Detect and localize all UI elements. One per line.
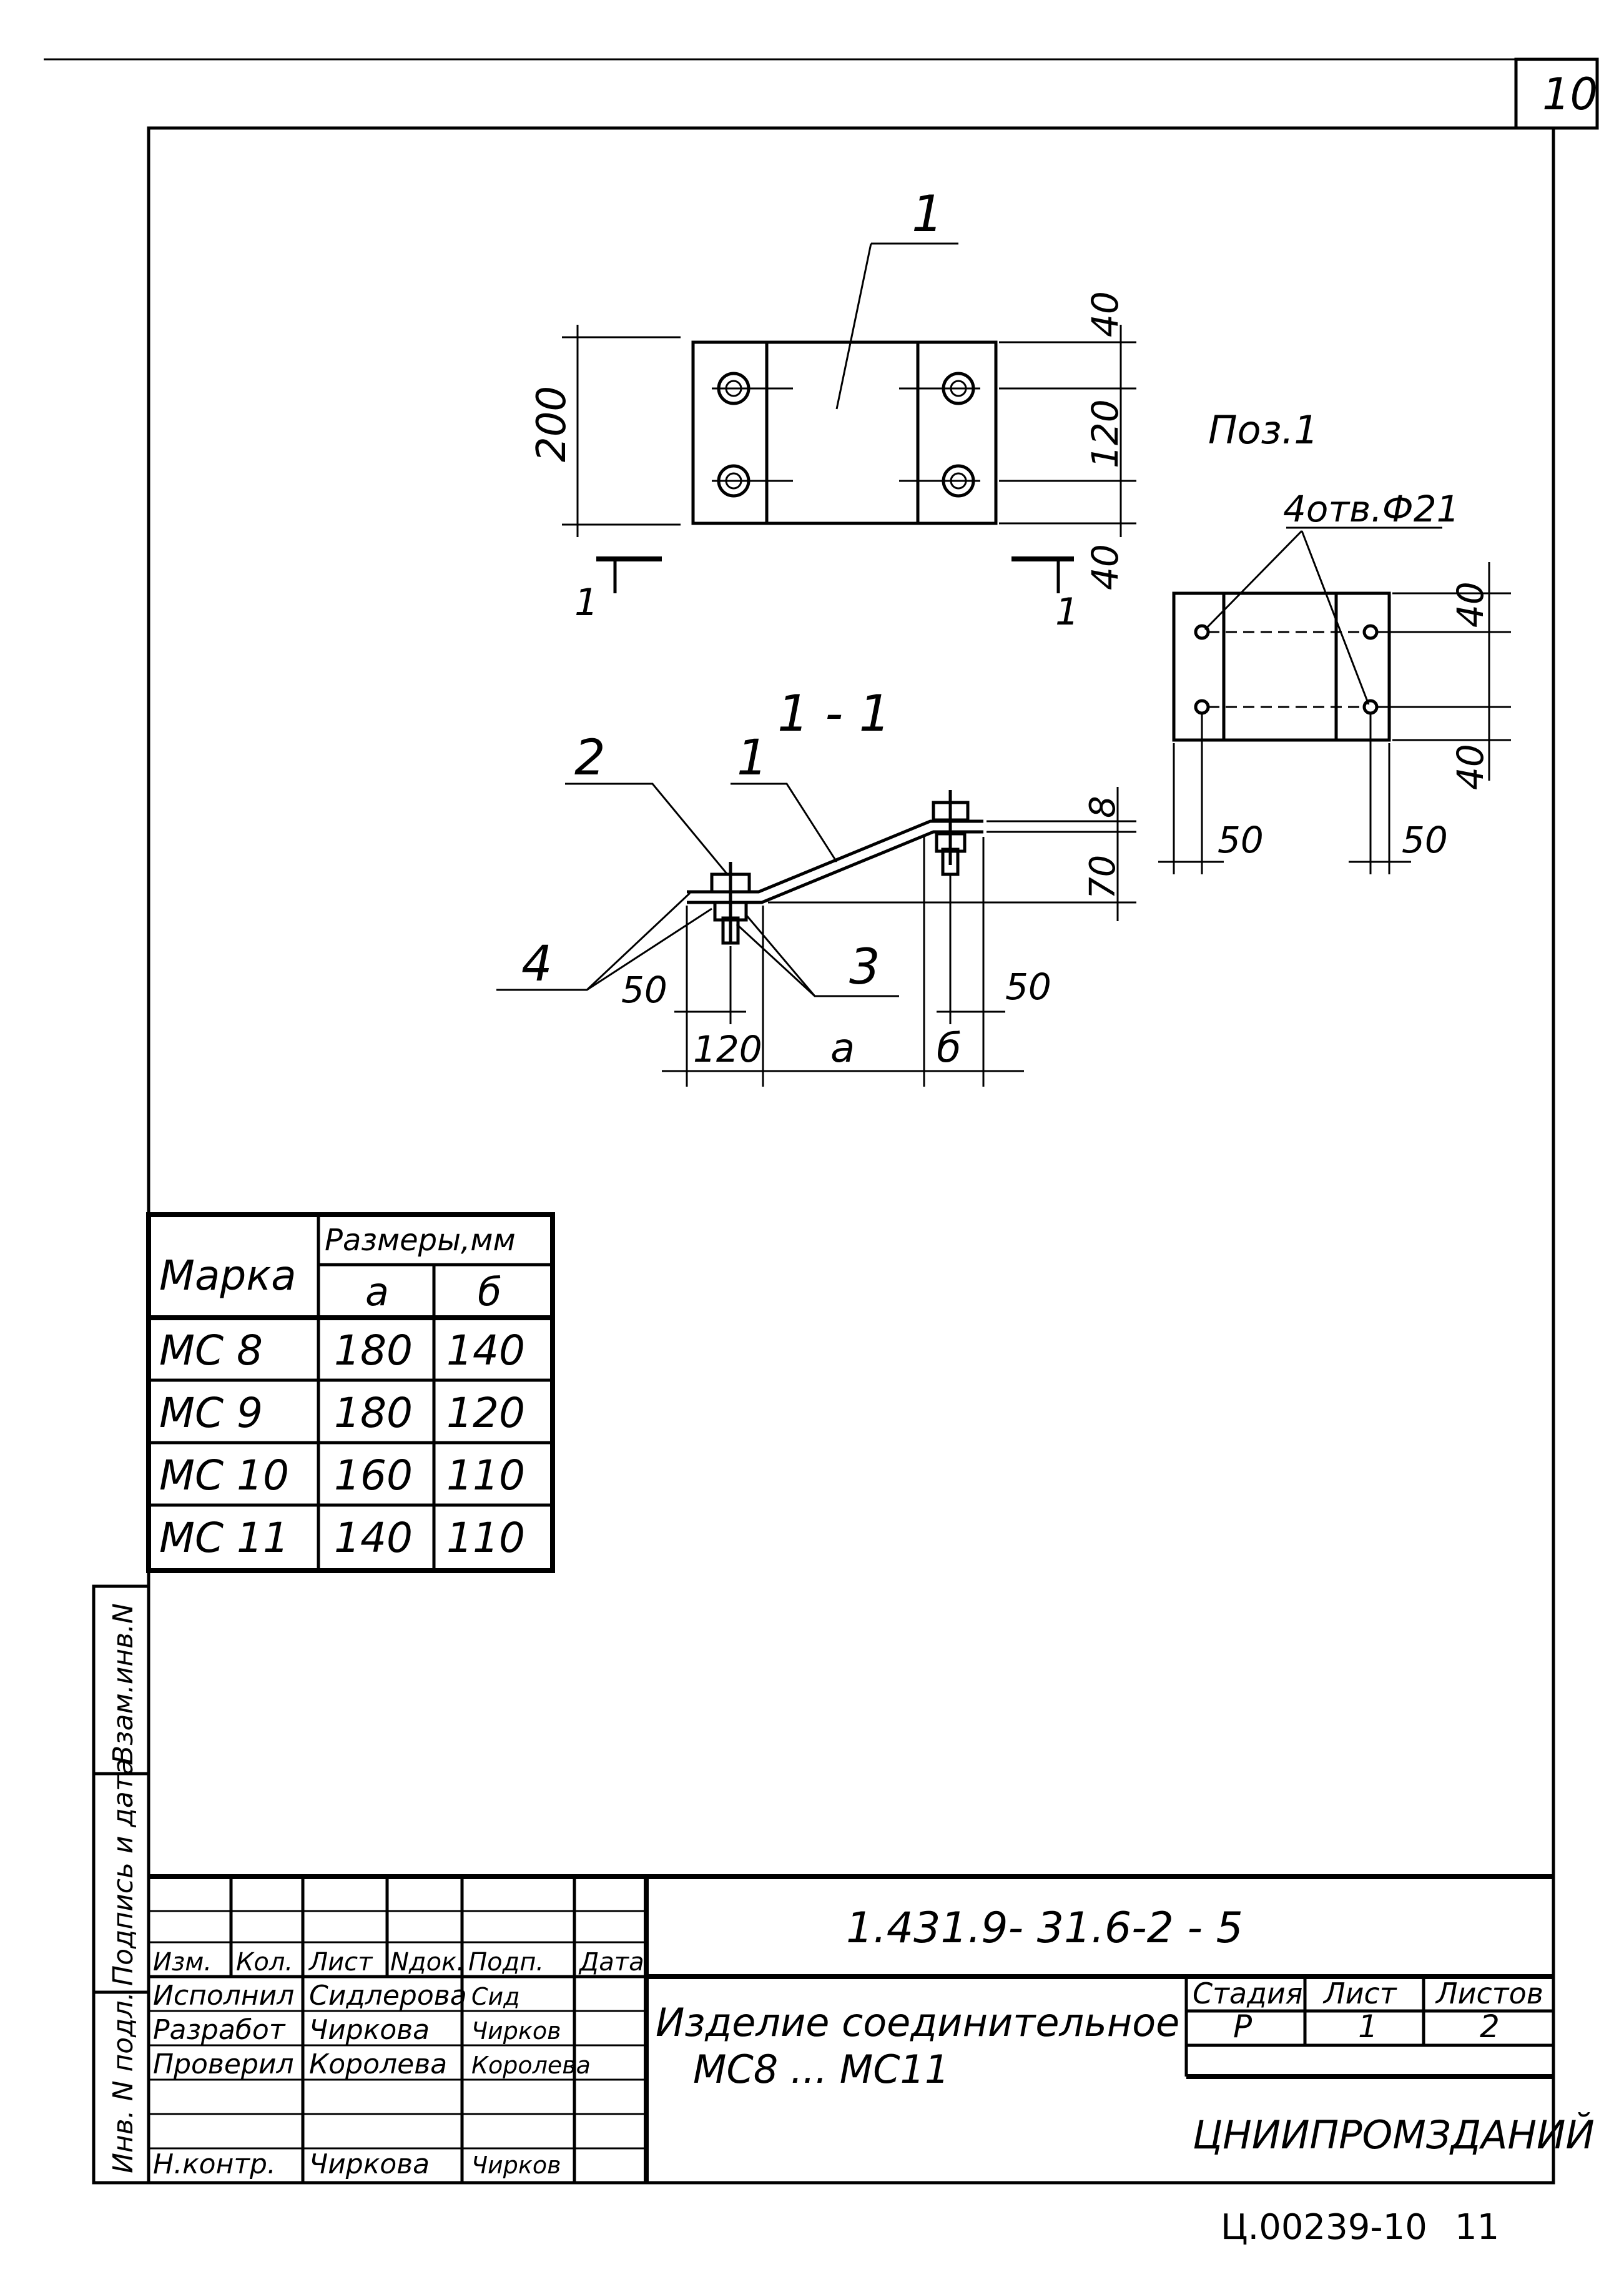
section-view xyxy=(496,783,1136,1087)
tb-name: Сидлерова xyxy=(309,1980,467,2012)
tb-role: Исполнил xyxy=(153,1980,294,2012)
pos1-label: Поз.1 xyxy=(1208,407,1319,453)
organization: ЦНИИПРОМЗДАНИЙ xyxy=(1193,2112,1595,2158)
tb-header-list: Лист xyxy=(308,1948,373,1977)
table-row-a: 160 xyxy=(334,1451,413,1499)
dim-40-top: 40 xyxy=(1084,291,1126,337)
tb-name: Чиркова xyxy=(309,2014,430,2046)
top-view xyxy=(562,242,1136,593)
table-row-mark: МС 10 xyxy=(159,1451,289,1499)
table-row-b: 110 xyxy=(446,1514,525,1562)
sec-dim-120: 120 xyxy=(693,1028,762,1070)
table-row-mark: МС 8 xyxy=(159,1326,263,1375)
product-range: МС8 ... МС11 xyxy=(693,2047,949,2092)
tb-role: Проверил xyxy=(153,2048,294,2080)
dim-40-bottom: 40 xyxy=(1084,544,1126,590)
tb-signature: Чирков xyxy=(471,2151,561,2179)
stage-header: Стадия xyxy=(1193,1977,1302,2010)
pos1-dim-40-top: 40 xyxy=(1449,581,1492,628)
sec-dim-8: 8 xyxy=(1083,796,1123,818)
table-row-a: 180 xyxy=(334,1389,413,1437)
tb-role: Разработ xyxy=(153,2014,286,2046)
sheet-number: 10 xyxy=(1542,69,1598,120)
bolt-icon xyxy=(717,372,975,498)
tb-header-kol: Кол. xyxy=(236,1948,293,1977)
dim-120: 120 xyxy=(1084,399,1126,468)
tb-name: Королева xyxy=(309,2048,447,2080)
callout-1-section: 1 xyxy=(737,730,768,786)
document-code: 1.431.9- 31.6-2 - 5 xyxy=(846,1904,1243,1953)
sec-dim-50-left: 50 xyxy=(621,969,667,1011)
tb-header-izm: Изм. xyxy=(153,1948,212,1977)
sizes-table xyxy=(146,1212,555,1573)
title-block xyxy=(149,1874,1553,2183)
sec-dim-70: 70 xyxy=(1083,855,1123,899)
table-row-a: 180 xyxy=(334,1326,413,1375)
side-stamp xyxy=(92,1584,150,2185)
table-header-dims: Размеры,мм xyxy=(325,1223,516,1258)
sec-dim-a: а xyxy=(830,1025,855,1072)
tb-header-podp: Подп. xyxy=(468,1948,544,1977)
tb-role: Н.контр. xyxy=(153,2148,276,2180)
product-name: Изделие соединительное xyxy=(656,2000,1179,2045)
tb-name: Чиркова xyxy=(309,2148,430,2180)
table-col-a: а xyxy=(365,1269,389,1315)
side-podpis-data: Подпись и дата xyxy=(107,1759,139,1986)
side-inv-podl: Инв. N подл. xyxy=(107,1992,139,2173)
holes-label: 4отв.Ф21 xyxy=(1283,488,1460,530)
archive-page: 11 xyxy=(1455,2207,1499,2248)
tb-header-data: Дата xyxy=(578,1948,644,1977)
tb-signature: Сид xyxy=(471,1983,520,2010)
table-row-b: 120 xyxy=(446,1389,525,1437)
table-col-b: б xyxy=(478,1269,501,1315)
callout-3: 3 xyxy=(849,939,880,995)
sec-dim-b: б xyxy=(937,1025,961,1072)
pos1-plate xyxy=(1158,526,1511,874)
sheets-header: Листов xyxy=(1435,1977,1543,2010)
stage-value: Р xyxy=(1233,2008,1252,2045)
sheets-value: 2 xyxy=(1480,2008,1500,2045)
table-row-a: 140 xyxy=(334,1514,413,1562)
section-title: 1 - 1 xyxy=(777,684,891,743)
section-mark-right: 1 xyxy=(1055,590,1079,634)
pos1-dim-40-bottom: 40 xyxy=(1449,744,1492,790)
tb-signature: Королева xyxy=(471,2052,591,2079)
callout-1-top: 1 xyxy=(912,185,943,243)
table-row-mark: МС 11 xyxy=(159,1514,289,1562)
table-row-b: 110 xyxy=(446,1451,525,1499)
table-header-mark: Марка xyxy=(159,1252,297,1300)
sheet-value: 1 xyxy=(1358,2008,1378,2045)
dim-200: 200 xyxy=(529,386,575,462)
callout-2: 2 xyxy=(574,730,606,786)
sheet-frame xyxy=(44,57,1599,2185)
section-mark-left: 1 xyxy=(574,581,598,625)
callout-4: 4 xyxy=(521,936,553,992)
tb-header-ndok: Nдок. xyxy=(390,1948,465,1977)
sheet-header: Лист xyxy=(1322,1977,1397,2010)
sec-dim-50-right: 50 xyxy=(1005,966,1051,1008)
tb-signature: Чирков xyxy=(471,2017,561,2045)
side-vzam-inv: Взам.инв.N xyxy=(107,1603,139,1764)
pos1-dim-50-right: 50 xyxy=(1402,819,1448,861)
table-row-mark: МС 9 xyxy=(159,1389,263,1437)
archive-stamp: Ц.00239-10 xyxy=(1221,2207,1427,2248)
pos1-dim-50-left: 50 xyxy=(1218,819,1264,861)
table-row-b: 140 xyxy=(446,1326,525,1375)
